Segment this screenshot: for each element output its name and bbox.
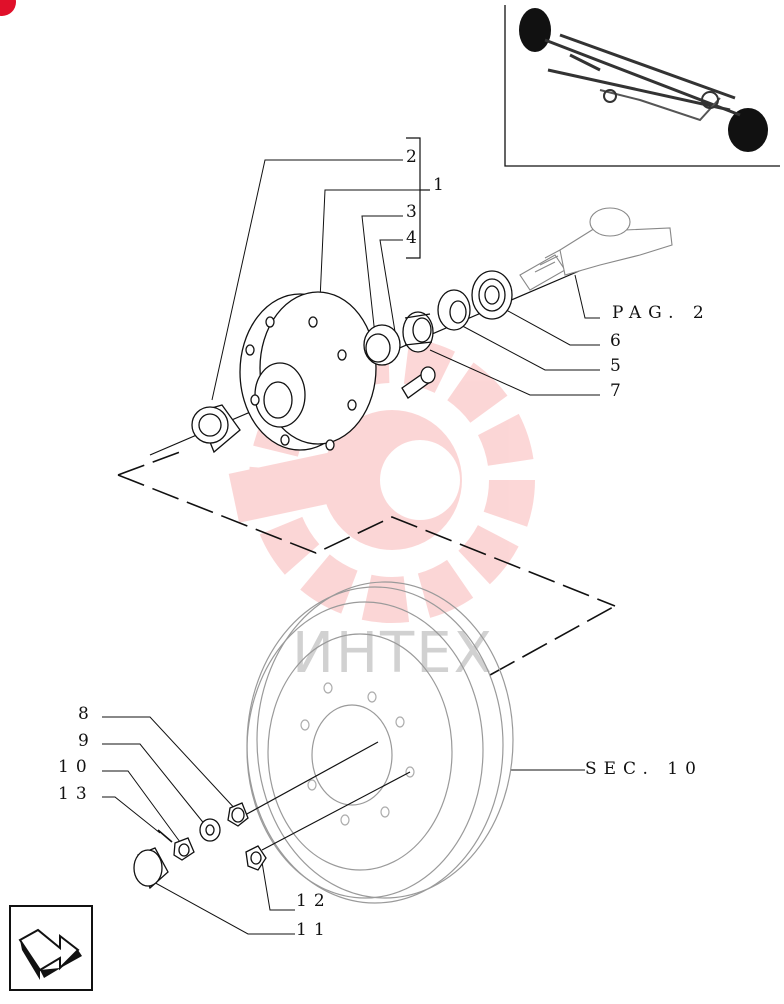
stud-bolt-4 [401, 366, 436, 399]
wheel-rim [246, 581, 514, 904]
washer-5 [437, 289, 471, 331]
ref-sec: SEC. 10 [585, 759, 703, 779]
callout-9: 9 [78, 731, 96, 751]
cotter-pin-13 [157, 829, 173, 843]
callout-7: 7 [610, 381, 628, 401]
callout-11: 11 [296, 920, 332, 940]
roller-bearing-7 [402, 311, 434, 353]
washer-9 [199, 818, 221, 842]
steering-knuckle-spindle [519, 207, 673, 291]
watermark-text: ИНТЕХ [292, 621, 494, 686]
seal-6 [471, 270, 513, 320]
wheel-nut-12 [245, 845, 267, 871]
bearing-cup-2 [191, 404, 241, 454]
inset-wheel-right [728, 108, 768, 152]
arrow-nav-icon[interactable] [9, 905, 93, 991]
assembly-dash-lines [117, 451, 616, 676]
inset-axle-view [504, 5, 780, 167]
stud-axis-lower [261, 771, 411, 851]
callout-12: 12 [296, 891, 332, 911]
castle-nut-10 [173, 837, 195, 861]
callout-1: 1 [433, 175, 451, 195]
callout-4: 4 [406, 228, 424, 248]
stud-axis-upper [244, 741, 379, 816]
callout-10: 10 [58, 757, 94, 777]
watermark-logo [228, 337, 535, 623]
hub-cap-11 [133, 847, 169, 890]
bearing-cup-3 [363, 324, 401, 366]
wheel-hub [239, 291, 377, 451]
inset-wheel-left [519, 8, 551, 52]
red-corner-badge [0, 0, 16, 16]
callout-3: 3 [406, 202, 424, 222]
callout-6: 6 [610, 331, 628, 351]
wheel-nut-8 [227, 802, 249, 827]
ref-pag: PAG. 2 [612, 303, 711, 323]
leader-lines [102, 159, 600, 935]
callout-2: 2 [406, 147, 424, 167]
callout-13: 13 [58, 784, 94, 804]
callout-5: 5 [610, 356, 628, 376]
callout-8: 8 [78, 704, 96, 724]
